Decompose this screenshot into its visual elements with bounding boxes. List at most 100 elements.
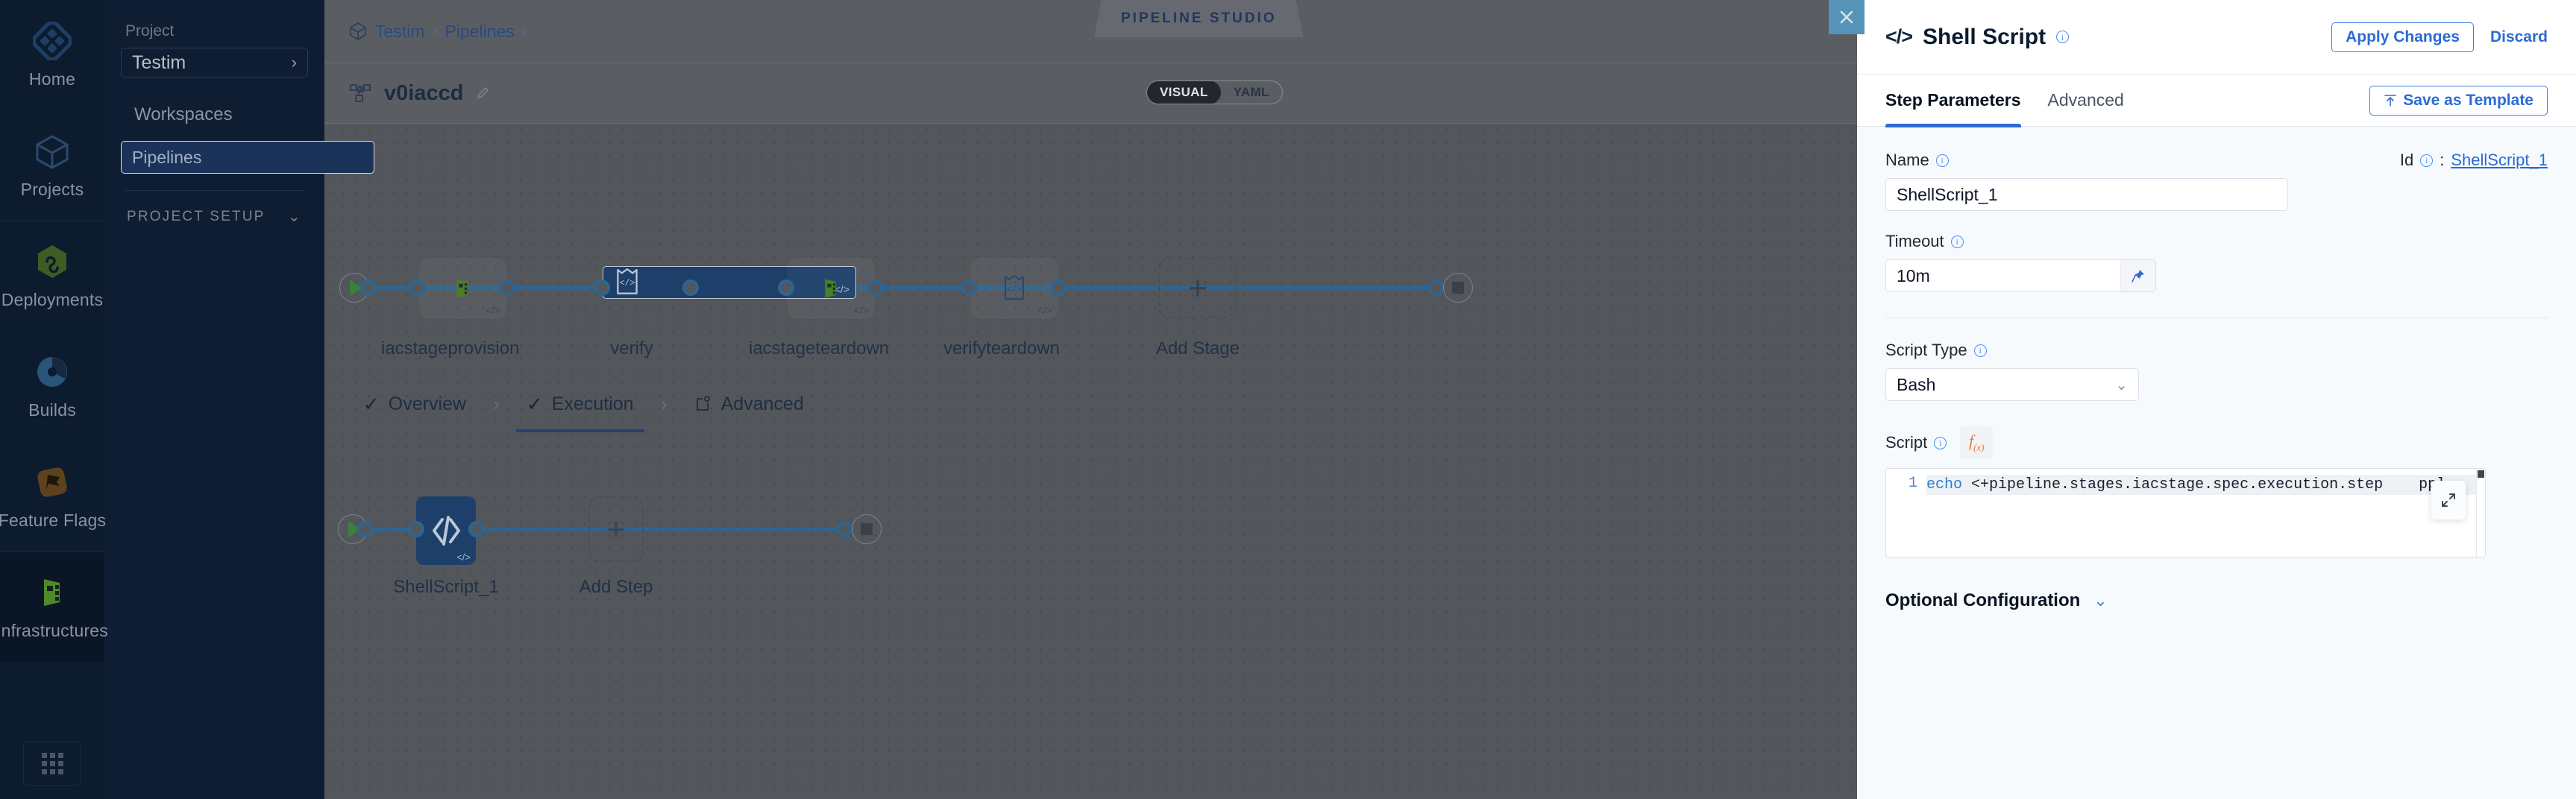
app-grid-button[interactable] [23, 741, 81, 786]
project-setup-toggle[interactable]: PROJECT SETUP ⌄ [121, 207, 308, 226]
project-setup-label: PROJECT SETUP [127, 208, 266, 224]
drawer-body: Name i Id i : ShellScript_1 ShellScript_… [1857, 127, 2576, 799]
stage-badge: </> [853, 304, 869, 316]
name-input[interactable]: ShellScript_1 [1885, 178, 2288, 211]
timeout-input-value: 10m [1897, 265, 1930, 285]
template-upload-icon [2384, 94, 2397, 107]
add-step-label: Add Step [579, 577, 653, 597]
toggle-option-yaml[interactable]: YAML [1233, 85, 1269, 99]
project-caption: Project [125, 22, 175, 40]
rail-item-infrastructures[interactable]: Infrastructures [0, 552, 108, 662]
script-expression-button[interactable]: f(x) [1960, 426, 1994, 459]
rail-item-builds[interactable]: Builds [0, 331, 104, 441]
tab-advanced[interactable]: Advanced [2048, 75, 2124, 127]
connector-dot [867, 280, 883, 296]
script-type-select[interactable]: Bash ⌄ [1885, 368, 2139, 401]
rail-item-projects[interactable]: Projects [0, 110, 104, 221]
tab-overview[interactable]: ✓ Overview [347, 376, 483, 432]
sidebar-item-workspaces[interactable]: Workspaces [121, 97, 308, 133]
tab-step-parameters[interactable]: Step Parameters [1885, 75, 2021, 127]
toggle-option-visual[interactable]: VISUAL [1147, 81, 1221, 104]
connector-dot [498, 280, 515, 296]
project-selector[interactable]: Testim › [121, 48, 308, 78]
info-icon[interactable]: i [1973, 344, 1987, 357]
view-mode-toggle[interactable]: VISUAL YAML [1146, 80, 1283, 104]
step-row: </> ShellScript_1 + Add Step [324, 467, 1857, 660]
stage-node-verifyteardown[interactable]: </> </> [970, 258, 1058, 319]
sidebar-item-label: Workspaces [134, 104, 233, 124]
tab-label: Step Parameters [1885, 90, 2021, 110]
tab-execution[interactable]: ✓ Execution [510, 376, 650, 432]
optional-configuration-toggle[interactable]: Optional Configuration ⌄ [1885, 590, 2548, 611]
stage-node-iacstageprovision[interactable]: </> [418, 258, 506, 319]
code-brackets-icon [433, 516, 460, 546]
pipeline-name: v0iaccd [384, 80, 464, 105]
stage-tab-strip: ✓ Overview › ✓ Execution › [324, 376, 1857, 432]
rail-item-label: Feature Flags [0, 510, 107, 530]
pin-icon [2132, 270, 2144, 282]
tab-advanced[interactable]: Advanced [678, 376, 820, 432]
step-label: ShellScript_1 [393, 577, 499, 597]
stage-node-iacstageteardown[interactable]: </> [787, 258, 875, 319]
rail-item-home[interactable]: Home [0, 0, 104, 110]
info-icon[interactable]: i [2056, 31, 2070, 43]
connector-dot [778, 280, 794, 296]
stage-badge: </> [1037, 304, 1052, 316]
optional-configuration-label: Optional Configuration [1885, 590, 2081, 610]
stage-node-verify[interactable]: </> </> [603, 266, 856, 299]
expand-editor-button[interactable] [2431, 481, 2466, 519]
expand-icon [2442, 493, 2455, 507]
id-separator: : [2440, 151, 2445, 169]
connector-dot [961, 280, 978, 296]
connector-dot [468, 521, 485, 537]
stage-badge: </> [834, 283, 849, 295]
editor-code-area[interactable]: echo <+pipeline.stages.iacstage.spec.exe… [1926, 469, 2485, 557]
discard-button[interactable]: Discard [2489, 28, 2548, 45]
page-title: v0iaccd [324, 81, 490, 106]
breadcrumb-link-pipelines[interactable]: Pipelines [444, 21, 515, 41]
script-code-editor[interactable]: 1 echo <+pipeline.stages.iacstage.spec.e… [1885, 468, 2486, 558]
id-label: Id [2399, 151, 2414, 169]
stage-connector-line [366, 286, 1436, 289]
add-stage-button[interactable]: + [1158, 258, 1237, 318]
close-drawer-button[interactable] [1829, 0, 1865, 34]
rail-item-feature-flags[interactable]: Feature Flags [0, 441, 107, 552]
chevron-down-icon: ⌄ [288, 209, 302, 225]
connector-dot [360, 280, 377, 296]
rail-item-deployments[interactable]: Deployments [0, 221, 104, 331]
step-connector-line [363, 528, 845, 531]
drawer-title-group: </> Shell Script i [1885, 25, 2070, 50]
chevron-right-icon: › [291, 53, 297, 72]
breadcrumb-separator: › [432, 22, 438, 40]
timeout-pin-button[interactable] [2120, 259, 2156, 292]
save-as-template-button[interactable]: Save as Template [2369, 85, 2548, 116]
info-icon[interactable]: i [1950, 235, 1964, 248]
tab-separator-icon: › [660, 392, 667, 415]
apply-changes-button[interactable]: Apply Changes [2331, 22, 2474, 52]
info-icon[interactable]: i [1934, 436, 1947, 449]
line-number: 1 [1908, 475, 1917, 492]
timeout-input[interactable]: 10m [1885, 259, 2120, 292]
script-type-label: Script Type [1885, 341, 1967, 359]
script-body: <+pipeline.stages.iacstage.spec.executio… [1962, 476, 2446, 493]
breadcrumb-link-project[interactable]: Testim [375, 21, 425, 41]
info-icon[interactable]: i [2420, 154, 2434, 167]
id-value[interactable]: ShellScript_1 [2451, 151, 2548, 169]
pipeline-graph-canvas[interactable]: </> iacstageprovision </> </> verify [324, 124, 1857, 799]
pipeline-studio-label: PIPELINE STUDIO [1121, 10, 1277, 26]
step-node-shellscript-1[interactable]: </> [416, 496, 476, 565]
stage-label: verify [610, 338, 653, 359]
tab-label: Advanced [2047, 90, 2124, 110]
tab-separator-icon: › [492, 392, 500, 415]
info-icon[interactable]: i [1935, 154, 1949, 167]
infrastructure-icon [456, 279, 468, 298]
edit-pencil-icon[interactable] [475, 86, 490, 101]
top-breadcrumb-bar: Testim › Pipelines › PIPELINE STUDIO [324, 0, 1857, 63]
sidebar-item-pipelines[interactable]: Pipelines [121, 141, 374, 174]
tab-label: Overview [388, 393, 466, 414]
add-step-button[interactable]: + [588, 496, 644, 562]
shellscript-icon: </> [1004, 274, 1025, 300]
step-end-node [852, 514, 882, 544]
editor-vertical-scrollbar[interactable] [2476, 469, 2485, 557]
